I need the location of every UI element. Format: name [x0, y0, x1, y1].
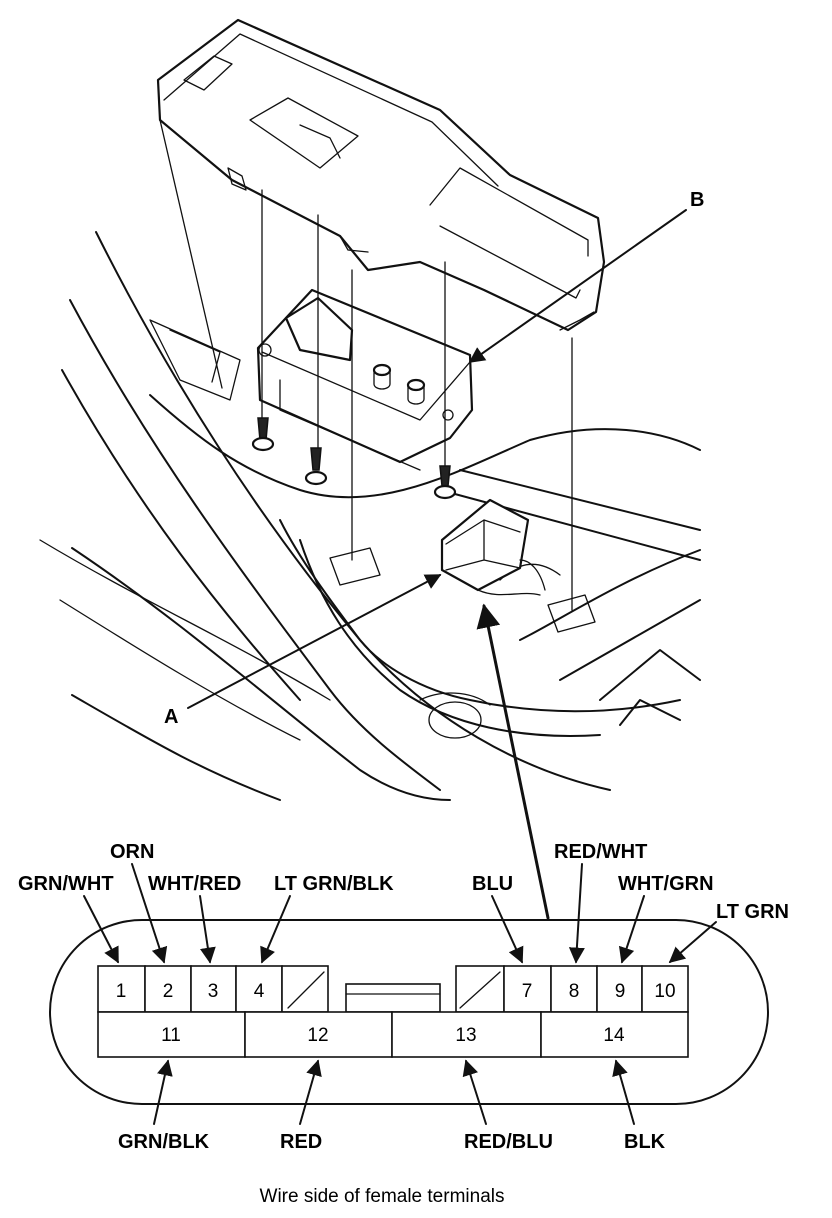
wire-label: BLK [624, 1131, 666, 1153]
wire-labels-top: GRN/WHT ORN WHT/RED LT GRN/BLK BLU RED/W… [18, 841, 789, 964]
pin-number: 12 [307, 1025, 328, 1046]
callout-a: A [164, 574, 442, 728]
pin-number: 10 [654, 981, 675, 1002]
terminal-3 [190, 965, 237, 1013]
wire-labels-bottom: GRN/BLK RED RED/BLU BLK [118, 1059, 666, 1153]
terminal-13 [391, 1011, 542, 1058]
terminal-4 [235, 965, 283, 1013]
pin-number: 1 [116, 981, 127, 1002]
wire-label: RED [280, 1131, 322, 1153]
wire-label: LT GRN [716, 901, 789, 923]
terminal-14 [540, 1011, 689, 1058]
screw-icon [251, 417, 275, 452]
console-lid [156, 18, 606, 332]
pin-number: 4 [254, 981, 265, 1002]
callout-b: B [468, 189, 704, 363]
terminal-1 [97, 965, 146, 1013]
connector-lock-tab [345, 983, 441, 1013]
terminal-12 [244, 1011, 393, 1058]
pin-number: 13 [455, 1025, 476, 1046]
callout-a-label: A [164, 706, 178, 728]
terminal-9 [596, 965, 643, 1013]
pin-number: 3 [208, 981, 219, 1002]
module-b [256, 288, 474, 471]
pin-number: 14 [603, 1025, 625, 1046]
wire-label: GRN/WHT [18, 873, 114, 895]
console-body [39, 231, 701, 801]
pin-number: 7 [522, 981, 533, 1002]
screws [251, 417, 457, 500]
pin-number: 8 [569, 981, 580, 1002]
terminal-8 [550, 965, 598, 1013]
terminal-view: 1 2 3 4 7 8 9 10 11 12 13 14 [49, 919, 769, 1105]
wire-label: WHT/GRN [618, 873, 714, 895]
pin-number: 11 [161, 1025, 181, 1046]
console-illustration [39, 18, 701, 801]
connector-a [440, 498, 546, 596]
terminal-blank-left [281, 965, 329, 1013]
caption: Wire side of female terminals [260, 1186, 505, 1207]
connector-outline [49, 919, 769, 1105]
screw-icon [304, 447, 328, 486]
callout-b-label: B [690, 189, 704, 211]
wire-label: RED/BLU [464, 1131, 553, 1153]
wire-label: WHT/RED [148, 873, 241, 895]
pin-number: 9 [615, 981, 626, 1002]
pin-number: 2 [163, 981, 174, 1002]
connector-pointer [476, 603, 550, 920]
wire-label: BLU [472, 873, 513, 895]
wire-label: LT GRN/BLK [274, 873, 394, 895]
screw-icon [433, 465, 457, 500]
guide-lines [159, 119, 573, 611]
wire-label: RED/WHT [554, 841, 647, 863]
wire-label: GRN/BLK [118, 1131, 210, 1153]
wire-label: ORN [110, 841, 154, 863]
terminal-10 [641, 965, 689, 1013]
